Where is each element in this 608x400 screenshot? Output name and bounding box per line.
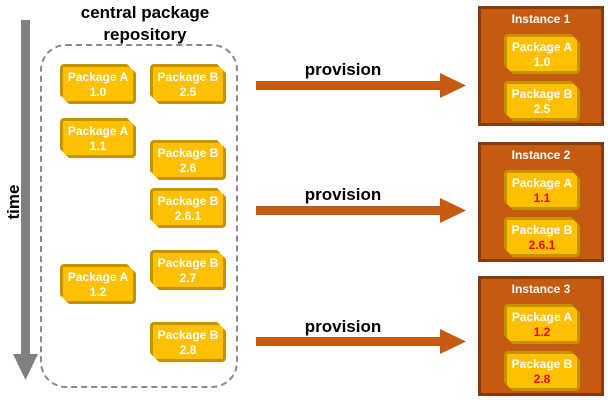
repo-package: Package A 1.2 [60,264,136,304]
package-name: Package A [67,70,129,84]
package-name: Package A [67,124,129,138]
package-name: Package A [511,176,573,190]
package-name: Package A [67,270,129,284]
instance-2: Instance 2 Package A 1.1 Package B 2.6.1 [478,142,604,262]
instance-package: Package B 2.6.1 [504,217,580,257]
instance-title: Instance 1 [511,12,571,26]
package-version: 2.6 [179,161,197,175]
package-name: Package B [511,223,573,237]
provision-arrow [256,329,466,354]
instance-package: Package B 2.5 [504,81,580,121]
provision-label: provision [304,60,382,79]
instance-package: Package A 1.0 [504,34,580,74]
instance-title: Instance 3 [511,282,571,296]
provision-arrow [256,73,466,98]
package-name: Package B [157,256,219,270]
package-version-changed: 1.1 [533,191,551,205]
package-version: 1.0 [89,85,107,99]
package-version: 1.2 [89,285,107,299]
repo-package: Package B 2.7 [150,250,226,290]
time-label: time [4,184,23,220]
provision-arrow [256,198,466,223]
package-name: Package B [511,357,573,371]
package-version: 2.7 [179,271,197,285]
package-version: 1.1 [89,139,107,153]
instance-1: Instance 1 Package A 1.0 Package B 2.5 [478,6,604,126]
repo-package: Package A 1.1 [60,118,136,158]
time-arrow [13,20,38,380]
package-version-changed: 2.6.1 [528,238,556,252]
provision-label: provision [304,317,382,336]
package-version: 2.5 [533,102,551,116]
instance-package: Package A 1.2 [504,304,580,344]
package-version: 2.6.1 [174,209,202,223]
instance-3: Instance 3 Package A 1.2 Package B 2.8 [478,276,604,396]
repository-title-line2: repository [103,25,187,44]
package-version: 2.8 [179,343,197,357]
package-name: Package A [511,310,573,324]
repo-package: Package B 2.6.1 [150,188,226,228]
instance-title: Instance 2 [511,148,571,162]
package-name: Package A [511,40,573,54]
package-name: Package B [157,194,219,208]
package-name: Package B [157,146,219,160]
package-version-changed: 2.8 [533,372,551,386]
package-version: 1.0 [533,55,551,69]
repository-container [40,44,238,388]
package-version: 2.5 [179,85,197,99]
package-version-changed: 1.2 [533,325,551,339]
provision-label: provision [304,185,382,204]
instance-package: Package A 1.1 [504,170,580,210]
repo-package: Package B 2.8 [150,322,226,362]
repo-package: Package B 2.6 [150,140,226,180]
repository-title-line1: central package [80,3,210,22]
repo-package: Package B 2.5 [150,64,226,104]
package-name: Package B [511,87,573,101]
repository-title: central package repository [60,2,230,46]
repo-package: Package A 1.0 [60,64,136,104]
package-name: Package B [157,328,219,342]
package-name: Package B [157,70,219,84]
instance-package: Package B 2.8 [504,351,580,391]
